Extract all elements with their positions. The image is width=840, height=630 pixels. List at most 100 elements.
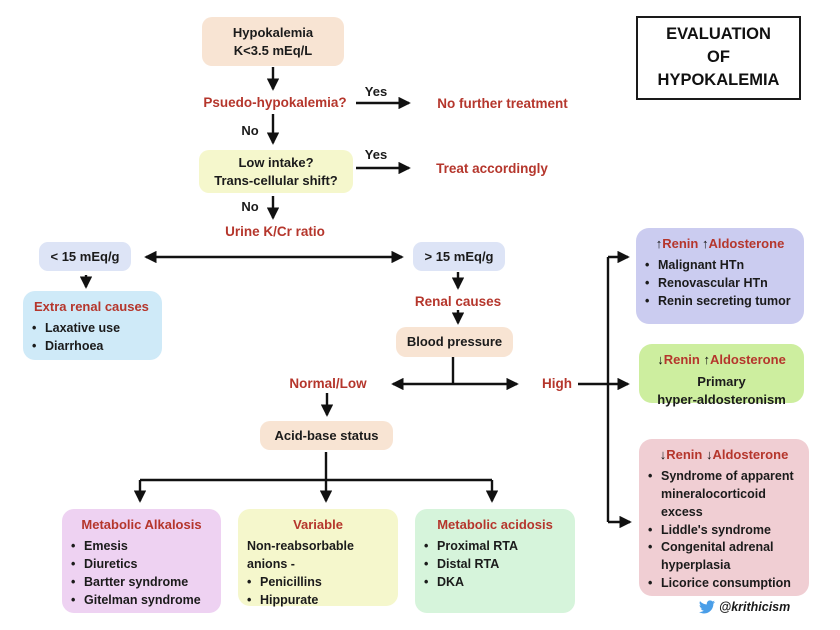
up-arrow-icon: ↑	[701, 236, 709, 251]
renin-box-item: Liddle's syndrome	[661, 522, 771, 537]
variable-title: Variable	[293, 517, 343, 532]
variable-intro-line2: anions -	[247, 557, 295, 572]
bullet-icon: •	[32, 339, 37, 354]
renin-box-item: Malignant HTn	[658, 258, 745, 273]
up-arrow-icon: ↑	[703, 352, 710, 367]
twitter-bird-icon	[699, 600, 715, 614]
title-line-1: EVALUATION	[666, 25, 771, 43]
list-item: • Bartter syndrome	[71, 574, 212, 592]
label-no-1: No	[241, 123, 259, 138]
up-arrow-icon: ↑	[655, 236, 663, 251]
box-renin-down-aldosterone-down: ↓Renin ↓Aldosterone • Syndrome of appare…	[639, 439, 809, 596]
renin-box-item: Renin secreting tumor	[658, 293, 791, 308]
list-item: • Proximal RTA	[424, 538, 566, 556]
node-blood-pressure: Blood pressure	[396, 327, 513, 357]
node-hypokalemia: Hypokalemia K<3.5 mEq/L	[202, 17, 344, 66]
low-intake-line2: Trans-cellular shift?	[214, 172, 338, 188]
renin-aldo-title: ↑Renin ↑Aldosterone	[645, 235, 795, 253]
blood-pressure-label: Blood pressure	[406, 334, 503, 350]
renin-box-item: Renovascular HTn	[658, 276, 768, 291]
bullet-icon: •	[645, 293, 650, 308]
metabolic-alkalosis-item: Gitelman syndrome	[84, 592, 201, 607]
metabolic-acidosis-title: Metabolic acidosis	[437, 517, 553, 532]
gt15-label: > 15 mEq/g	[424, 248, 494, 264]
node-gt-15-meq: > 15 mEq/g	[413, 242, 505, 271]
renin-aldo-title: ↓Renin ↑Aldosterone	[648, 351, 795, 369]
label-normal-low: Normal/Low	[289, 376, 367, 391]
bullet-icon: •	[648, 575, 653, 590]
lt15-label: < 15 mEq/g	[50, 248, 120, 264]
box-renin-up-aldosterone-up: ↑Renin ↑Aldosterone • Malignant HTn • Re…	[636, 228, 804, 324]
label-yes-1: Yes	[364, 84, 388, 99]
bullet-icon: •	[648, 469, 653, 484]
list-item: • Hippurate	[247, 592, 389, 610]
title-line-2: OF	[707, 48, 730, 67]
label-yes-2: Yes	[364, 147, 388, 162]
bullet-icon: •	[648, 522, 653, 537]
renin-word: Renin	[662, 236, 699, 251]
bullet-icon: •	[645, 276, 650, 291]
bullet-icon: •	[71, 557, 76, 572]
bullet-icon: •	[71, 574, 76, 589]
list-item: • Renovascular HTn	[645, 275, 795, 293]
list-item: • Congenital adrenal hyperplasia	[648, 539, 800, 575]
aldosterone-word: Aldosterone	[708, 236, 785, 251]
bullet-icon: •	[648, 540, 653, 555]
extra-renal-item: Diarrhoea	[45, 339, 104, 354]
question-pseudo-hypokalemia: Psuedo-hypokalemia?	[203, 95, 347, 110]
renin-box-item: Syndrome of apparent mineralocorticoid e…	[661, 469, 794, 519]
acid-base-label: Acid-base status	[274, 427, 379, 443]
aldosterone-word: Aldosterone	[712, 447, 789, 462]
extra-renal-item: Laxative use	[45, 321, 121, 336]
list-item: • Penicillins	[247, 574, 389, 592]
node-lt-15-meq: < 15 mEq/g	[39, 242, 131, 271]
list-item: • Emesis	[71, 538, 212, 556]
aldosterone-word: Aldosterone	[709, 352, 786, 367]
down-arrow-icon: ↓	[657, 352, 664, 367]
label-urine-k-cr-ratio: Urine K/Cr ratio	[225, 224, 325, 239]
list-item: • Distal RTA	[424, 556, 566, 574]
list-item: • Malignant HTn	[645, 257, 795, 275]
renin-box-item: Licorice consumption	[661, 575, 791, 590]
renin-aldo-title: ↓Renin ↓Aldosterone	[648, 446, 800, 464]
down-arrow-icon: ↓	[659, 447, 667, 462]
bullet-icon: •	[424, 574, 429, 589]
list-item: • Laxative use	[32, 320, 153, 338]
hypokalemia-line2: K<3.5 mEq/L	[233, 42, 313, 58]
node-acid-base-status: Acid-base status	[260, 421, 393, 450]
extra-renal-title: Extra renal causes	[34, 299, 149, 314]
bullet-icon: •	[71, 592, 76, 607]
list-item: • Diarrhoea	[32, 338, 153, 356]
node-low-intake: Low intake? Trans-cellular shift?	[199, 150, 353, 193]
outcome-treat-accordingly: Treat accordingly	[436, 161, 548, 176]
renin-box-item: Congenital adrenal hyperplasia	[661, 540, 774, 573]
bullet-icon: •	[71, 539, 76, 554]
box-variable: Variable Non-reabsorbable anions - • Pen…	[238, 509, 398, 607]
bullet-icon: •	[32, 321, 37, 336]
variable-item: Penicillins	[260, 574, 322, 589]
label-renal-causes: Renal causes	[414, 294, 502, 309]
list-item: • Syndrome of apparent mineralocorticoid…	[648, 468, 800, 521]
hypokalemia-line1: Hypokalemia	[232, 25, 314, 41]
metabolic-acidosis-item: Proximal RTA	[437, 539, 519, 554]
metabolic-acidosis-item: Distal RTA	[437, 557, 500, 572]
list-item: • Diuretics	[71, 556, 212, 574]
metabolic-alkalosis-item: Diuretics	[84, 557, 138, 572]
list-item: • DKA	[424, 574, 566, 592]
variable-item: Hippurate	[260, 592, 319, 607]
label-high: High	[542, 376, 572, 391]
bullet-icon: •	[247, 592, 252, 607]
list-item: • Licorice consumption	[648, 575, 800, 593]
title-line-3: HYPOKALEMIA	[657, 71, 780, 90]
bullet-icon: •	[645, 258, 650, 273]
down-arrow-icon: ↓	[705, 447, 713, 462]
box-renin-down-aldosterone-up: ↓Renin ↑Aldosterone Primary hyper-aldost…	[639, 344, 804, 407]
bullet-icon: •	[247, 574, 252, 589]
list-item: • Renin secreting tumor	[645, 293, 795, 311]
low-intake-line1: Low intake?	[238, 155, 314, 171]
bullet-icon: •	[424, 539, 429, 554]
metabolic-alkalosis-item: Emesis	[84, 539, 128, 554]
twitter-credit: @krithicism	[699, 600, 790, 614]
metabolic-acidosis-item: DKA	[437, 574, 465, 589]
